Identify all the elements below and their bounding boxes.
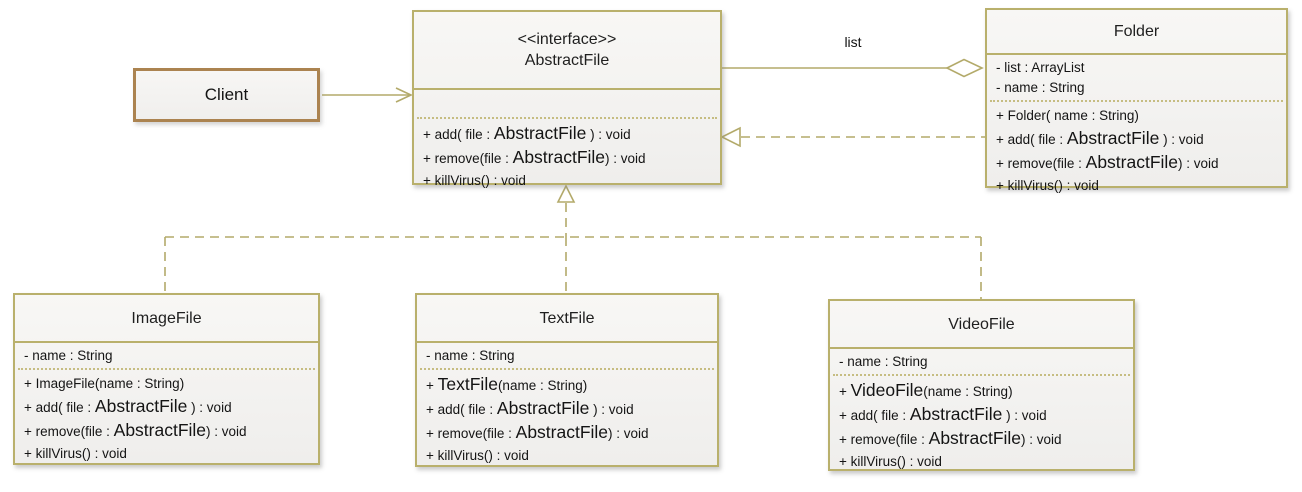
method-line: + TextFile(name : String) — [426, 374, 588, 394]
method-line: + killVirus() : void — [426, 448, 529, 463]
attributes-methods-separator — [417, 117, 717, 119]
method-line: + ImageFile(name : String) — [24, 376, 185, 391]
class-folder: Folder - list : ArrayList - name : String… — [985, 8, 1288, 193]
class-name: TextFile — [539, 309, 595, 327]
class-name: ImageFile — [131, 309, 202, 327]
attribute-line: - name : String — [996, 80, 1085, 95]
methods-section: + ImageFile(name : String) + add( file : … — [15, 370, 318, 467]
method-line: + add( file : AbstractFile ) : void — [426, 398, 634, 418]
method-line: + killVirus() : void — [423, 173, 526, 188]
class-client: Client — [133, 68, 320, 122]
attributes-methods-separator — [833, 374, 1130, 376]
class-textfile: TextFile - name : String + TextFile(name… — [415, 293, 719, 467]
method-line: + killVirus() : void — [24, 446, 127, 461]
attributes-methods-separator — [990, 100, 1283, 102]
class-body: - list : ArrayList - name : String + Fold… — [987, 55, 1286, 199]
methods-section: + TextFile(name : String) + add( file : A… — [417, 370, 717, 469]
attribute-line: - name : String — [426, 348, 515, 363]
attributes-section: - name : String — [830, 349, 1133, 374]
class-title: VideoFile — [830, 301, 1133, 349]
class-name: VideoFile — [948, 315, 1015, 333]
attribute-line: - name : String — [839, 354, 928, 369]
class-videofile: VideoFile - name : String + VideoFile(na… — [828, 299, 1135, 471]
class-name: Client — [204, 85, 249, 104]
method-line: + killVirus() : void — [996, 178, 1099, 193]
attributes-section: - name : String — [15, 343, 318, 368]
method-line: + remove(file : AbstractFile) : void — [996, 152, 1219, 172]
method-line: + remove(file : AbstractFile) : void — [423, 147, 646, 167]
class-title: Folder — [987, 10, 1286, 55]
aggregation-role-label: list — [844, 34, 862, 50]
methods-section: + Folder( name : String) + add( file : Ab… — [987, 102, 1286, 199]
method-line: + add( file : AbstractFile ) : void — [839, 404, 1047, 424]
attributes-section — [414, 90, 720, 117]
class-body: - name : String + ImageFile(name : Strin… — [15, 343, 318, 467]
attributes-section: - name : String — [417, 343, 717, 368]
class-name: AbstractFile — [524, 52, 610, 69]
class-title: TextFile — [417, 295, 717, 343]
open-arrowhead-icon — [395, 87, 413, 103]
class-imagefile: ImageFile - name : String + ImageFile(na… — [13, 293, 320, 465]
realization-triangle-icon — [720, 126, 741, 148]
method-line: + remove(file : AbstractFile) : void — [24, 420, 247, 440]
class-body: + add( file : AbstractFile ) : void + rem… — [414, 90, 720, 194]
methods-section: + VideoFile(name : String) + add( file : … — [830, 376, 1133, 475]
method-line: + VideoFile(name : String) — [839, 380, 1013, 400]
class-title: <<interface>> AbstractFile — [414, 12, 720, 90]
method-line: + killVirus() : void — [839, 454, 942, 469]
class-abstractfile: <<interface>> AbstractFile + add( file :… — [412, 10, 722, 188]
class-name: Folder — [1113, 23, 1160, 40]
attributes-section: - list : ArrayList - name : String — [987, 55, 1286, 100]
method-line: + add( file : AbstractFile ) : void — [24, 396, 232, 416]
attribute-line: - list : ArrayList — [996, 60, 1085, 75]
attributes-methods-separator — [18, 368, 315, 370]
method-line: + Folder( name : String) — [996, 108, 1139, 123]
attributes-methods-separator — [420, 368, 714, 370]
aggregation-diamond-icon — [945, 58, 984, 78]
method-line: + remove(file : AbstractFile) : void — [839, 428, 1062, 448]
method-line: + remove(file : AbstractFile) : void — [426, 422, 649, 442]
class-title: ImageFile — [15, 295, 318, 343]
methods-section: + add( file : AbstractFile ) : void + rem… — [414, 119, 720, 194]
class-body: - name : String + TextFile(name : String… — [417, 343, 717, 469]
attribute-line: - name : String — [24, 348, 113, 363]
class-body: - name : String + VideoFile(name : Strin… — [830, 349, 1133, 475]
class-stereotype: <<interface>> — [517, 31, 617, 48]
method-line: + add( file : AbstractFile ) : void — [996, 128, 1204, 148]
method-line: + add( file : AbstractFile ) : void — [423, 123, 631, 143]
